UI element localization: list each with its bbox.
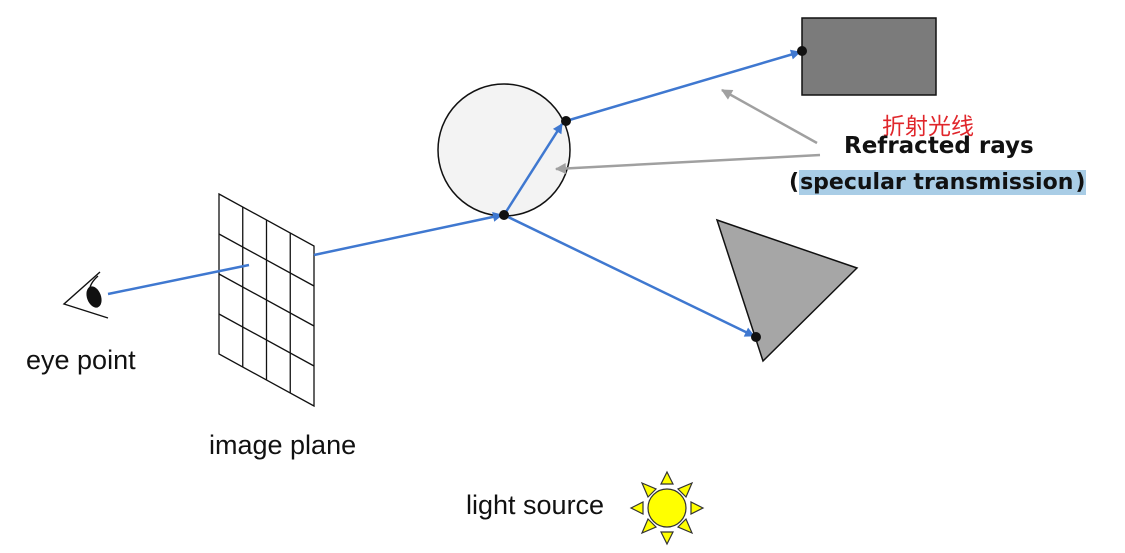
- eye-icon: [62, 271, 109, 319]
- refracted-rays-label: Refracted rays: [844, 133, 1034, 159]
- intersection-point-rectangle: [797, 46, 807, 56]
- pointer-arrow-to-ray: [721, 88, 818, 145]
- sphere: [437, 83, 571, 217]
- ray-refracted-to-rectangle: [565, 49, 801, 123]
- specular-transmission-label: (specular transmission): [789, 170, 1087, 195]
- paren-close: ): [1074, 170, 1087, 195]
- pointer-arrow-to-sphere-ray: [554, 153, 821, 174]
- ray-refracted-inside-sphere: [502, 123, 564, 216]
- rectangle-object: [801, 17, 937, 96]
- ray-plane-to-sphere: [313, 211, 503, 257]
- intersection-point-sphere-entry: [499, 210, 509, 220]
- paren-open: (: [789, 170, 800, 195]
- triangle-object: [715, 218, 859, 363]
- intersection-point-sphere-exit: [561, 116, 571, 126]
- image-plane-label: image plane: [209, 430, 357, 460]
- light-source-label: light source: [466, 490, 605, 520]
- intersection-point-triangle: [751, 332, 761, 342]
- eye-point-label: eye point: [26, 345, 136, 375]
- ray-to-triangle: [503, 213, 755, 338]
- sun-icon: [629, 470, 705, 546]
- refracted-rays-chinese-annotation: 折射光线: [882, 114, 974, 140]
- image-plane-grid: [218, 192, 315, 408]
- ray-eye-to-plane: [107, 263, 250, 296]
- specular-transmission-highlight: specular transmission: [799, 170, 1075, 195]
